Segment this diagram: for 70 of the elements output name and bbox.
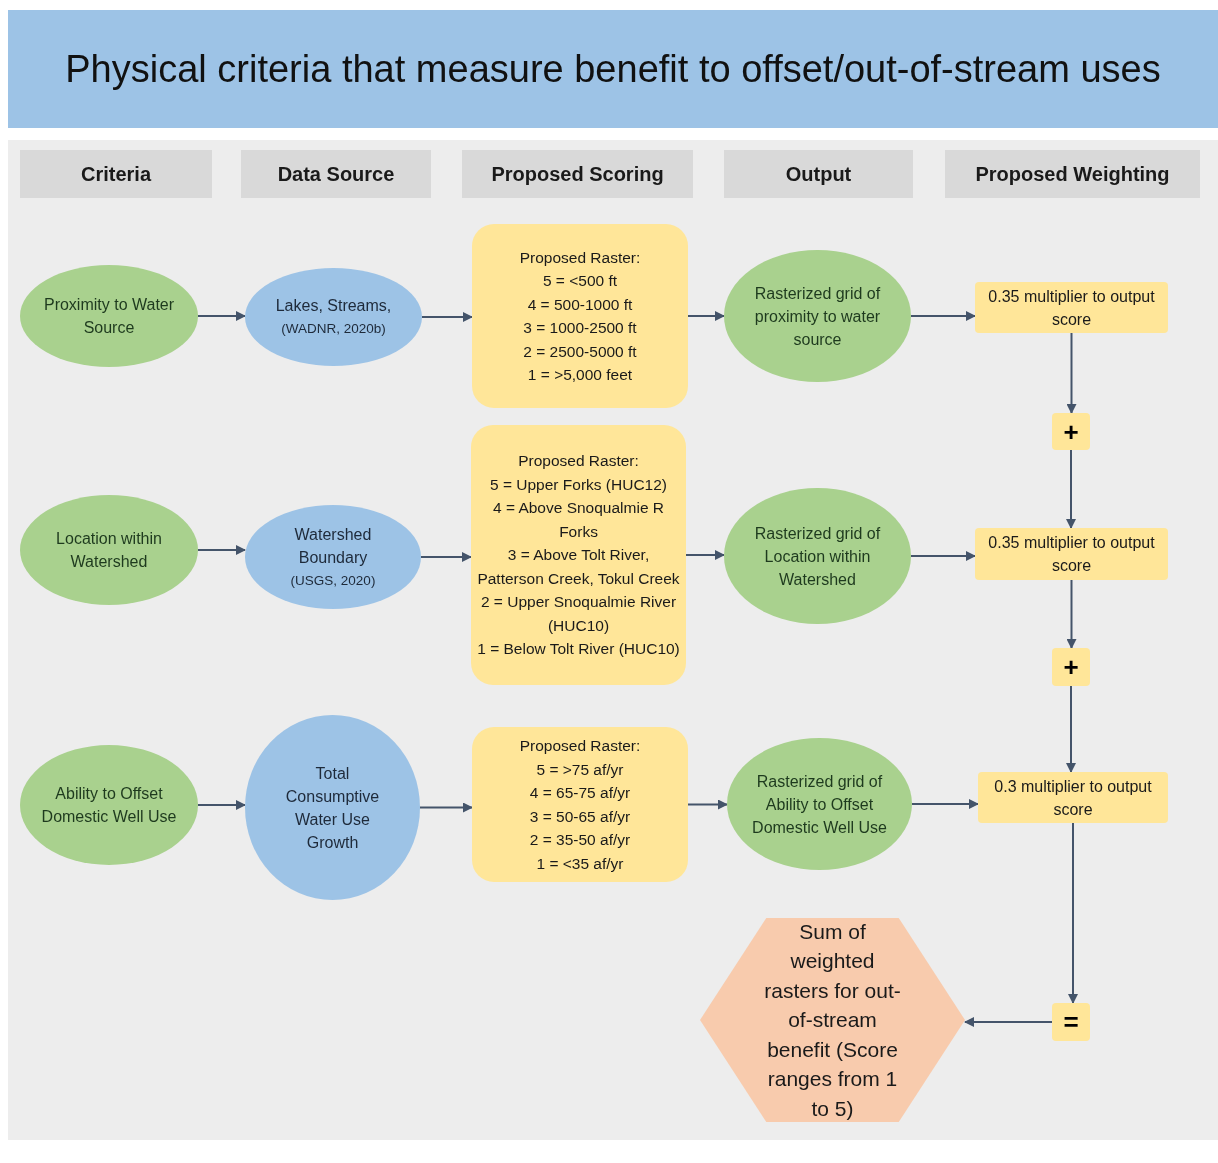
node-text: 2 = 35-50 af/yr <box>529 830 631 850</box>
weighting-box <box>978 772 1168 823</box>
node-text: 0.3 multiplier to output score <box>993 776 1153 820</box>
node-text: 3 = 50-65 af/yr <box>529 806 631 827</box>
node-text: + <box>1063 418 1079 445</box>
node-text: Proposed Scoring <box>491 162 664 187</box>
node-text: Total Consumptive Water Use Growth <box>284 763 381 853</box>
arrow <box>910 311 976 321</box>
node-text: 3 = Above Tolt River, Patterson Creek, Tokul Creek <box>476 545 681 589</box>
node-text: 5 = Upper Forks (HUC12) <box>490 474 667 495</box>
node-text: 5 = >75 af/yr <box>536 759 624 780</box>
node-text: = <box>1063 1009 1079 1035</box>
node-text: 1 = <35 af/yr <box>536 853 624 874</box>
node-text: 3 = 1000-2500 ft <box>523 318 637 338</box>
node-text: (USGS, 2020) <box>290 571 376 590</box>
arrow <box>687 799 728 810</box>
weighting-box <box>975 528 1168 580</box>
scoring-box <box>472 224 688 408</box>
node-text: Ability to Offset Domestic Well Use <box>40 784 178 827</box>
node-text: Proposed Raster: <box>518 451 639 472</box>
node-text: Lakes, Streams, <box>275 296 392 316</box>
node-text: 2 = Upper Snoqualmie River (HUC10) <box>479 592 678 636</box>
node-text: Rasterized grid of Ability to Offset Domestic Well Use <box>751 771 888 838</box>
title: Physical criteria that measure benefit to offset/out-of-stream uses <box>65 47 1161 92</box>
node-text: 0.35 multiplier to output score <box>987 286 1156 330</box>
node-text: 4 = Above Snoqualmie R Forks <box>491 498 665 542</box>
arrow <box>964 1017 1053 1027</box>
arrow <box>911 799 979 809</box>
node-text: Output <box>785 162 852 187</box>
arrow <box>197 545 246 555</box>
weighting-box <box>975 282 1168 333</box>
arrow <box>1066 685 1076 773</box>
node-text: Data Source <box>277 162 395 187</box>
node-text: 2 = 2500-5000 ft <box>523 341 637 362</box>
node-text: 5 = <500 ft <box>542 271 618 291</box>
arrow <box>420 552 472 562</box>
node-text: (WADNR, 2020b) <box>281 320 386 338</box>
node-text: Proposed Raster: <box>519 247 641 268</box>
node-text: Proposed Weighting <box>975 162 1170 187</box>
arrow <box>1066 332 1077 414</box>
result-hexagon <box>700 918 965 1122</box>
arrow <box>685 550 725 560</box>
arrow <box>421 312 473 322</box>
node-text: 0.35 multiplier to output score <box>987 533 1156 576</box>
node-text: 4 = 65-75 af/yr <box>529 783 631 803</box>
node-text: Proximity to Water Source <box>42 295 176 338</box>
arrow <box>1066 449 1076 529</box>
operator-box <box>1052 648 1090 686</box>
node-text: Proposed Raster: <box>519 736 641 756</box>
arrow <box>687 311 725 321</box>
node-text: Location within Watershed <box>55 529 163 572</box>
node-text: 4 = 500-1000 ft <box>527 294 633 315</box>
node-text: + <box>1063 654 1079 680</box>
node-text: Sum of weighted rasters for out-of-stream benefit (Score ranges from 1 to 5) <box>763 918 902 1122</box>
arrow <box>197 800 246 810</box>
node-text: 1 = >5,000 feet <box>527 365 633 385</box>
node-text: Watershed Boundary <box>293 524 373 568</box>
arrow <box>1066 579 1077 649</box>
arrow <box>197 311 246 321</box>
operator-box <box>1052 413 1090 450</box>
node-text: Rasterized grid of Location within Watershed <box>753 523 882 590</box>
arrow <box>419 802 473 813</box>
scoring-box <box>471 425 686 685</box>
node-text: Rasterized grid of proximity to water source <box>753 283 882 350</box>
scoring-box <box>472 727 688 882</box>
arrow <box>1068 822 1078 1004</box>
node-text: 1 = Below Tolt River (HUC10) <box>477 639 680 660</box>
arrow <box>910 551 976 561</box>
node-text: Criteria <box>81 162 151 187</box>
operator-box <box>1052 1003 1090 1041</box>
